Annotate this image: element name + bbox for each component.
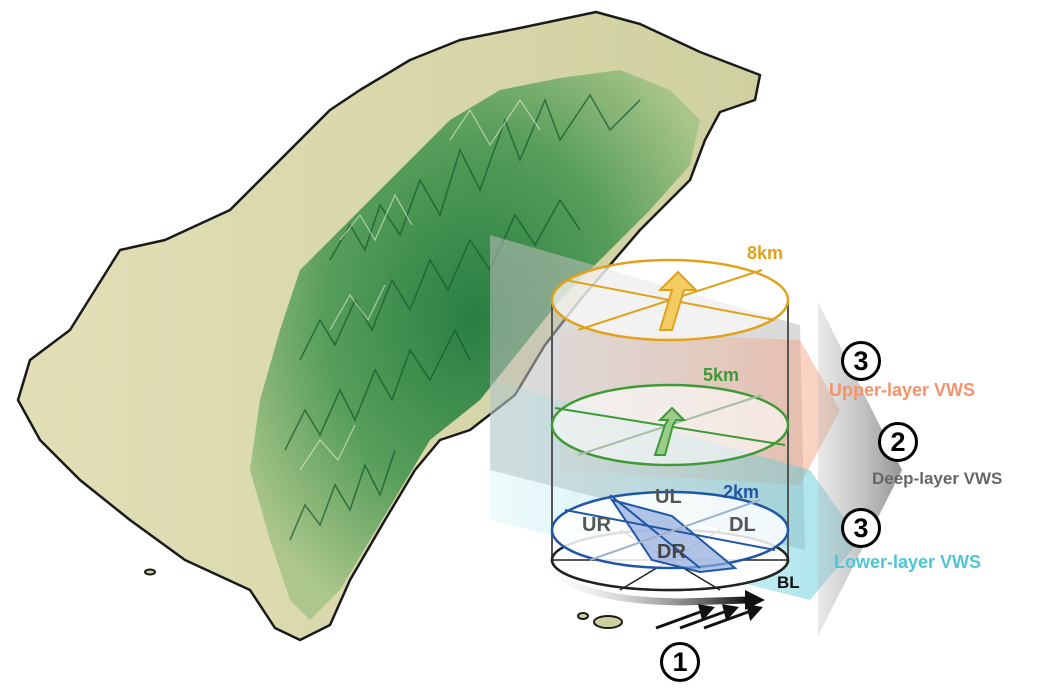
taiwan-terrain bbox=[16, 10, 762, 642]
deep-layer-arrowhead bbox=[818, 302, 902, 636]
height-label-8km: 8km bbox=[747, 243, 784, 263]
mountain-highlights bbox=[299, 98, 541, 471]
step-3-lower-icon: 3 bbox=[841, 508, 881, 548]
disk-5km bbox=[550, 383, 790, 467]
quadrant-dr: DR bbox=[657, 541, 686, 563]
quadrant-dl: DL bbox=[729, 514, 756, 536]
quadrant-ul: UL bbox=[655, 486, 682, 508]
quadrant-ur: UR bbox=[582, 514, 611, 536]
wind-arrow-5km bbox=[653, 406, 687, 456]
mountain-range bbox=[250, 70, 700, 620]
lower-layer-vws-label: Lower-layer VWS bbox=[834, 552, 982, 572]
dr-quadrant-highlight bbox=[609, 498, 738, 574]
small-islands bbox=[144, 568, 623, 629]
upper-layer-vws-label: Upper-layer VWS bbox=[829, 380, 976, 400]
disk-8km bbox=[550, 258, 790, 342]
disk-2km bbox=[550, 490, 790, 574]
cylinder-column bbox=[550, 258, 790, 592]
height-label-2km: 2km bbox=[723, 482, 760, 502]
height-label-5km: 5km bbox=[703, 365, 740, 385]
mountain-ridges bbox=[284, 93, 641, 541]
step-1-icon: 1 bbox=[660, 642, 700, 682]
curved-base-arrow bbox=[536, 551, 752, 606]
boundary-layer-label: BL bbox=[777, 573, 800, 592]
step-2-icon: 2 bbox=[878, 422, 918, 462]
surface-flow bbox=[536, 551, 765, 630]
step-3-upper-icon: 3 bbox=[841, 341, 881, 381]
wind-arrows-icon bbox=[655, 604, 763, 630]
deep-layer-vws-label: Deep-layer VWS bbox=[872, 469, 1003, 488]
wind-arrow-8km bbox=[657, 270, 699, 331]
